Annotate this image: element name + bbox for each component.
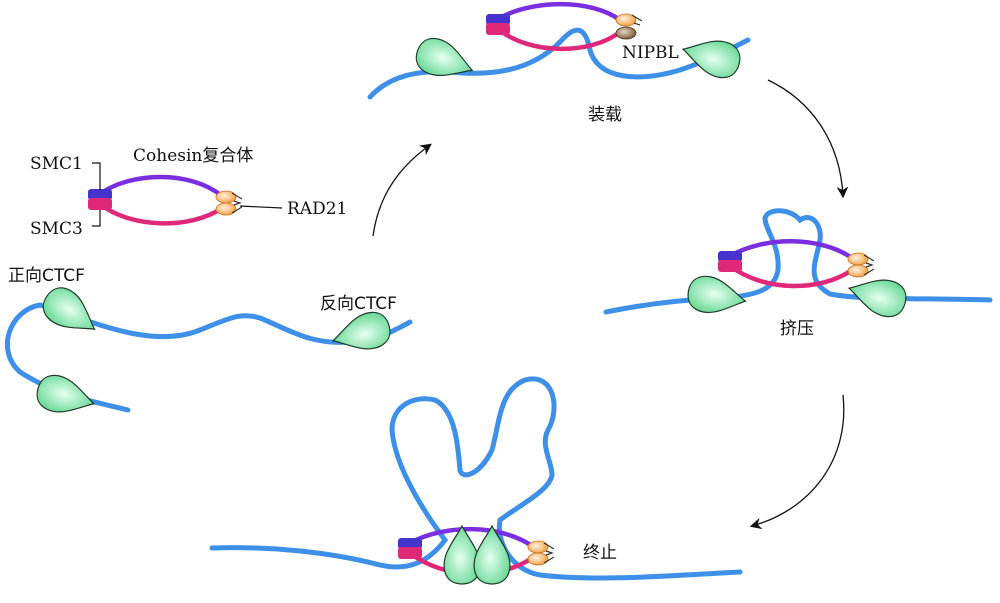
cohesin-complex [88, 174, 243, 226]
arrow-to-extrusion [767, 79, 849, 199]
label-smc3: SMC3 [30, 219, 83, 239]
ctcf-termination-left [443, 525, 481, 585]
ctcf-extrusion-left [684, 272, 750, 320]
label-forward-ctcf: 正向CTCF [8, 266, 85, 286]
panel-extrusion [603, 208, 993, 322]
dna-strand-extrusion [603, 208, 993, 315]
label-cohesin: Cohesin复合体 [133, 146, 253, 166]
label-rad21: RAD21 [287, 199, 347, 219]
ctcf-reverse [327, 307, 395, 359]
ctcf-loading-right [677, 31, 745, 83]
panel-termination [209, 376, 743, 585]
ctcf-forward-lower [32, 370, 100, 422]
panel-initial [4, 162, 413, 422]
dna-strand-termination [209, 376, 743, 581]
label-smc1: SMC1 [30, 154, 83, 174]
label-nipbl: NIPBL [622, 43, 679, 63]
ctcf-loading-left [410, 32, 479, 88]
panel-loading [367, 1, 751, 100]
step-termination: 终止 [583, 543, 617, 563]
cohesin-extrusion [718, 239, 875, 289]
step-extrusion: 挤压 [780, 319, 814, 339]
cohesin-loading [486, 1, 643, 52]
step-loading: 装载 [588, 105, 622, 125]
arrow-to-loading [372, 143, 432, 237]
arrow-to-termination [749, 394, 845, 530]
label-reverse-ctcf: 反向CTCF [320, 294, 397, 314]
ctcf-forward-upper [36, 280, 106, 345]
